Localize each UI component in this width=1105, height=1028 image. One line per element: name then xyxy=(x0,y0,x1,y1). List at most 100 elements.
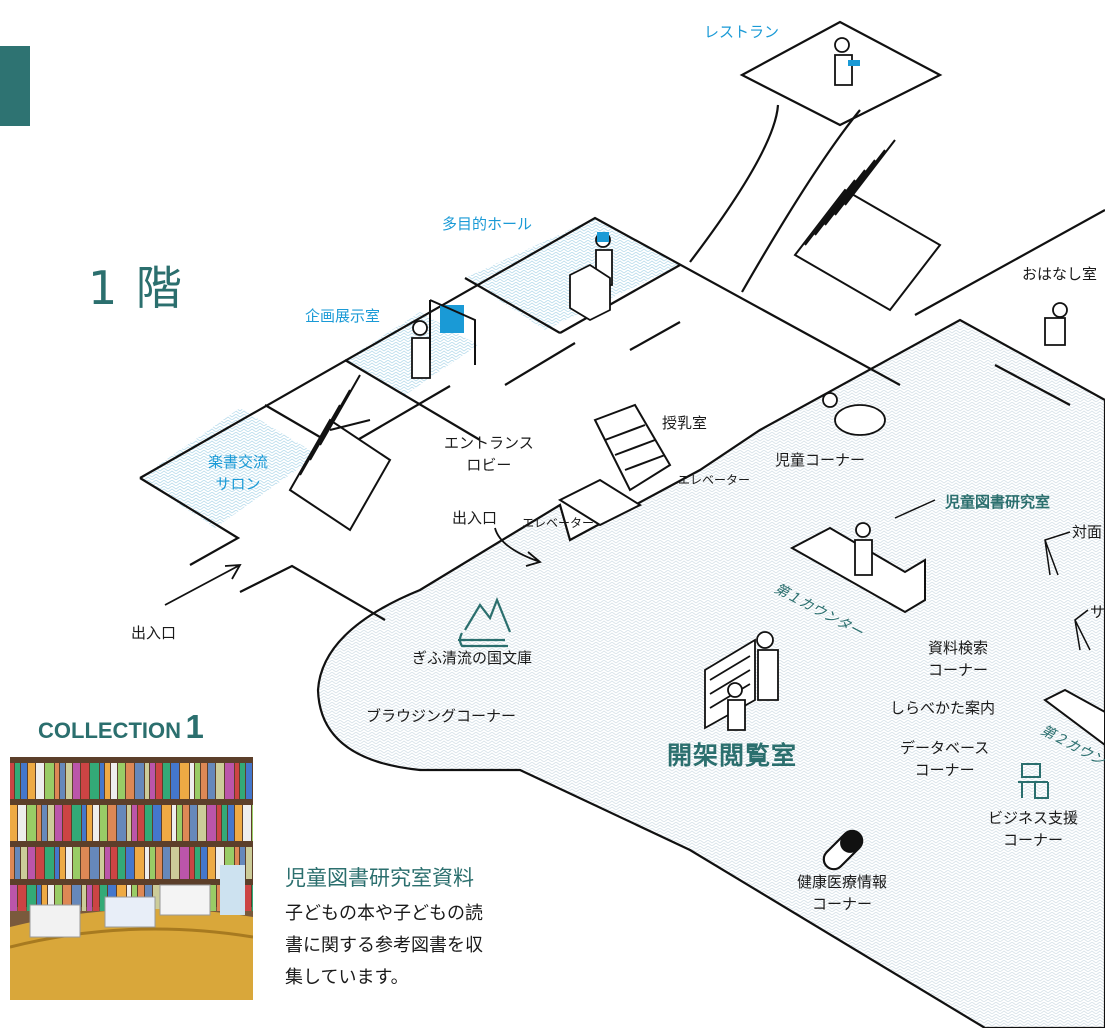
label-children-corner[interactable]: 児童コーナー xyxy=(775,451,866,469)
book-spine xyxy=(177,805,182,841)
person-icon xyxy=(1052,302,1068,318)
book-spine xyxy=(60,763,65,799)
book-spine xyxy=(235,805,242,841)
book-spine xyxy=(235,763,239,799)
book-spine xyxy=(208,847,215,879)
person-icon xyxy=(412,320,428,336)
book-spine xyxy=(198,805,206,841)
book-spine xyxy=(156,763,162,799)
book-spine xyxy=(45,847,54,879)
book-spine xyxy=(10,763,14,799)
person-icon xyxy=(834,37,850,53)
book-spine xyxy=(201,847,207,879)
label-entrance-left[interactable]: 出入口 xyxy=(131,624,177,642)
book-spine xyxy=(216,847,224,879)
book-spine xyxy=(42,885,47,911)
label-browsing-corner[interactable]: ブラウジングコーナー xyxy=(366,707,517,725)
label-face-to-face: 対面 xyxy=(1072,523,1103,541)
book-spine xyxy=(10,847,14,879)
label-entrance-center[interactable]: 出入口 xyxy=(452,509,498,527)
book-spine xyxy=(222,805,227,841)
podium-icon xyxy=(569,263,611,322)
label-database-corner[interactable]: データベース コーナー xyxy=(900,739,990,779)
book-spine xyxy=(28,847,35,879)
person-icon xyxy=(855,522,871,538)
book-spine xyxy=(36,847,44,879)
book-spine xyxy=(162,805,171,841)
label-health-info[interactable]: 健康医療情報 コーナー xyxy=(797,873,888,913)
book-spine xyxy=(207,885,216,911)
book-spine xyxy=(63,805,71,841)
book-spine xyxy=(240,847,245,879)
book-spine xyxy=(105,763,110,799)
bookshelf-photo xyxy=(10,757,253,1000)
book-spine xyxy=(10,885,17,911)
label-elevator-bottom[interactable]: エレベーター xyxy=(522,516,595,530)
book-spine xyxy=(66,847,72,879)
label-children-research-room[interactable]: 児童図書研究室 xyxy=(945,493,1051,511)
label-business-corner[interactable]: ビジネス支援 コーナー xyxy=(988,809,1079,849)
book-spine xyxy=(81,847,89,879)
label-salon[interactable]: 楽書交流 サロン xyxy=(208,453,269,493)
book-spine xyxy=(105,847,110,879)
book-spine xyxy=(48,805,54,841)
book-spine xyxy=(225,847,234,879)
book-spine xyxy=(90,847,99,879)
book-spine xyxy=(135,847,144,879)
exhibit-panel-icon xyxy=(429,299,476,365)
floor-title: 1 階 xyxy=(88,261,184,315)
book-spine xyxy=(55,805,62,841)
label-material-search[interactable]: 資料検索 コーナー xyxy=(928,639,989,679)
book-spine xyxy=(81,763,89,799)
book-spine xyxy=(37,885,41,911)
book-spine xyxy=(18,885,26,911)
label-multipurpose-hall[interactable]: 多目的ホール xyxy=(442,215,533,233)
book-spine xyxy=(246,763,252,799)
label-gifu-library[interactable]: ぎふ清流の国文庫 xyxy=(412,649,533,667)
book-spine xyxy=(36,763,44,799)
book-spine xyxy=(195,847,200,879)
book-spine xyxy=(127,805,131,841)
book-spine xyxy=(195,763,200,799)
book-spine xyxy=(21,763,27,799)
label-exhibition-room[interactable]: 企画展示室 xyxy=(305,307,381,325)
label-storytelling-room[interactable]: おはなし室 xyxy=(1022,265,1098,283)
book-spine xyxy=(135,763,144,799)
label-restaurant[interactable]: レストラン xyxy=(704,23,780,41)
book-spine xyxy=(180,763,189,799)
book-spine xyxy=(87,805,92,841)
book-spine xyxy=(243,885,251,911)
book-spine xyxy=(72,805,81,841)
mountain-river-icon xyxy=(458,597,512,648)
section-tab xyxy=(0,46,30,126)
book-spine xyxy=(207,805,216,841)
book-spine xyxy=(111,763,117,799)
stairs-center xyxy=(557,403,672,527)
label-nursing-room[interactable]: 授乳室 xyxy=(662,414,708,432)
book-spine xyxy=(171,763,179,799)
person-icon xyxy=(822,392,838,408)
label-research-guide[interactable]: しらべかた案内 xyxy=(890,699,996,717)
book-spine xyxy=(190,847,194,879)
book-spine xyxy=(48,885,54,911)
book-spine xyxy=(201,763,207,799)
book-spine xyxy=(190,805,197,841)
bookshelf-icon xyxy=(704,631,779,731)
book-spine xyxy=(118,847,125,879)
label-elevator-top[interactable]: エレベーター xyxy=(678,473,751,487)
book-spine xyxy=(100,847,104,879)
label-open-reading-room[interactable]: 開架閲覧室 xyxy=(667,741,798,770)
book-spine xyxy=(126,847,134,879)
label-entrance-lobby[interactable]: エントランス ロビー xyxy=(444,434,534,474)
book-spine xyxy=(150,763,155,799)
book-spine xyxy=(163,847,170,879)
second-counter xyxy=(1043,688,1105,747)
book-spine xyxy=(171,847,179,879)
book-spine xyxy=(87,885,92,911)
book-spine xyxy=(246,847,252,879)
book-spine xyxy=(82,805,86,841)
book-spine xyxy=(228,805,234,841)
book-spine xyxy=(183,805,189,841)
book-spine xyxy=(15,763,20,799)
